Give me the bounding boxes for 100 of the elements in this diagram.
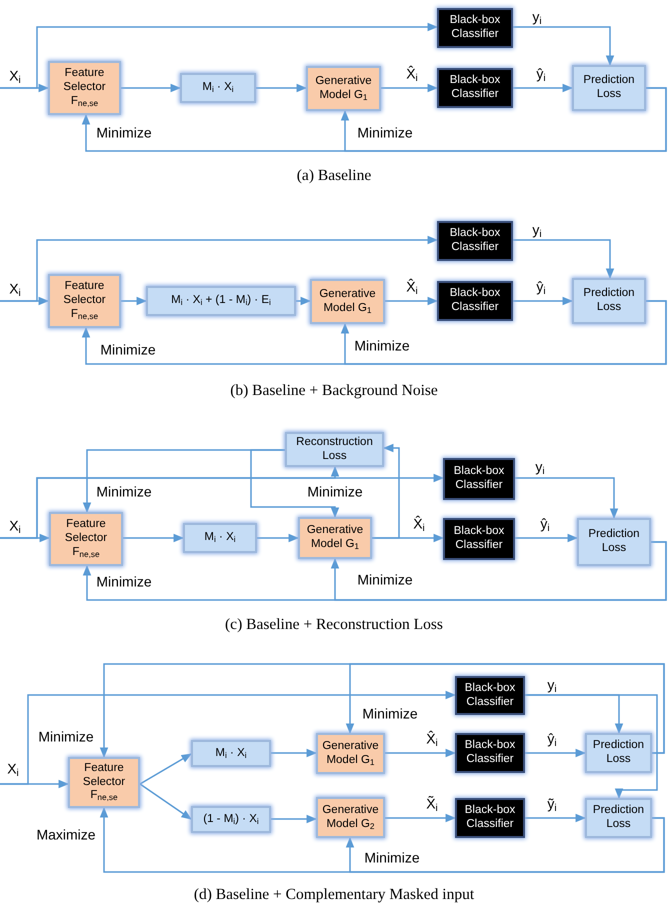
edge-label: Minimize — [95, 125, 153, 141]
arrow — [381, 84, 438, 92]
arrow — [140, 783, 192, 820]
box-label: Prediction Loss — [592, 804, 646, 832]
box-label: (1 - M$_{i}$) · X$_{i}$ — [203, 812, 259, 826]
box-label: Black-box Classifier — [448, 227, 502, 255]
process-box — [585, 733, 652, 773]
arrow — [346, 663, 665, 754]
classifier-box — [437, 8, 513, 48]
arrow — [340, 300, 667, 365]
box-label: Black-box Classifier — [464, 739, 516, 767]
process-box — [316, 733, 385, 774]
edge-label: ŷ$_{i}$ — [546, 731, 558, 747]
box-label: Generative Model G$_{1}$ — [314, 74, 373, 102]
edge-label: X̂$_{i}$ — [425, 731, 439, 747]
edge-label: Minimize — [99, 342, 157, 358]
box-label: Feature Selector — [62, 67, 107, 95]
arrow — [385, 296, 438, 306]
arrow — [123, 534, 184, 542]
box-label: Prediction Loss — [587, 528, 641, 556]
box-label: F$_{ne,se}$ — [90, 789, 118, 804]
edge-label: Minimize — [361, 706, 419, 722]
arrow — [525, 814, 586, 822]
arrow — [513, 296, 574, 306]
arrow — [525, 748, 586, 758]
arrow — [140, 753, 192, 785]
classifier-box — [437, 221, 513, 261]
box-label: Black-box Classifier — [448, 287, 502, 315]
arrow — [525, 694, 658, 800]
edge-label: Minimize — [356, 125, 414, 141]
edge-label: ŷ$_{i}$ — [539, 516, 551, 532]
panel-caption: (b) Baseline + Background Noise — [230, 382, 438, 400]
arrow — [515, 534, 578, 542]
edge-label: Minimize — [37, 729, 95, 745]
edge-label: X̃$_{i}$ — [425, 796, 439, 812]
box-label: M$_{i}$ · X$_{i}$ — [204, 531, 236, 545]
arrow — [0, 22, 438, 89]
box-label: F$_{ne,se}$ — [70, 308, 98, 322]
box-label: Black-box Classifier — [464, 682, 516, 710]
arrow — [296, 296, 312, 306]
box-label: Black-box Classifier — [452, 525, 506, 553]
classifier-box — [437, 68, 513, 108]
edge-label: Minimize — [95, 574, 153, 590]
process-box — [572, 278, 646, 324]
process-box — [68, 757, 140, 808]
edge-label: X$_{i}$ — [8, 68, 22, 84]
arrow — [0, 236, 438, 302]
edge-label: Minimize — [353, 338, 411, 354]
classifier-box — [443, 458, 515, 500]
arrow — [346, 817, 665, 873]
arrow — [372, 444, 400, 539]
box-label: Prediction Loss — [582, 287, 636, 315]
edge-label: ỹ$_{i}$ — [546, 796, 558, 812]
process-box — [183, 523, 257, 553]
process-box — [306, 66, 381, 111]
box-label: Prediction Loss — [592, 739, 646, 767]
edge-label: ŷ$_{i}$ — [535, 66, 547, 82]
box-label: Prediction Loss — [582, 74, 636, 102]
process-box — [585, 798, 652, 838]
process-box — [285, 432, 384, 467]
classifier-box — [443, 518, 515, 560]
box-label: M$_{i}$ · X$_{i}$ — [215, 746, 247, 760]
panel-caption: (d) Baseline + Complementary Masked input — [194, 886, 474, 904]
classifier-box — [455, 676, 525, 715]
box-label: Feature Selector — [64, 518, 108, 546]
edge-label: ŷ$_{i}$ — [535, 279, 547, 295]
process-box — [191, 740, 271, 767]
arrow — [121, 84, 182, 92]
box-label: Generative Model G$_{2}$ — [321, 804, 380, 832]
edge-label: Minimize — [356, 572, 414, 588]
box-label: Generative Model G$_{1}$ — [306, 524, 364, 552]
box-label: Black-box Classifier — [448, 14, 502, 42]
edge-label: Maximize — [35, 827, 97, 843]
arrow — [250, 449, 340, 518]
edge-label: Minimize — [306, 484, 364, 500]
classifier-box — [455, 733, 525, 773]
process-box — [180, 73, 256, 103]
box-label: M$_{i}$ · X$_{i}$ + (1 - M$_{i}$) · E$_{i}$ — [171, 294, 271, 308]
process-box — [146, 286, 296, 316]
process-box — [49, 512, 123, 566]
edge-label: X$_{i}$ — [8, 518, 22, 534]
edge-label: X̂$_{i}$ — [412, 516, 426, 532]
arrow — [513, 26, 614, 66]
edge-label: X$_{i}$ — [6, 761, 20, 777]
box-label: Black-box Classifier — [452, 465, 506, 493]
process-box — [48, 61, 121, 115]
box-label: F$_{ne,se}$ — [72, 546, 100, 560]
arrow — [271, 748, 318, 758]
arrow — [271, 814, 318, 824]
arrow — [513, 84, 574, 92]
arrow — [330, 541, 667, 601]
box-label: Generative Model G$_{1}$ — [321, 740, 380, 768]
edge-label: X$_{i}$ — [8, 281, 22, 297]
box-label: Feature Selector — [82, 762, 126, 790]
edge-label: Minimize — [363, 850, 421, 866]
process-box — [577, 518, 651, 566]
box-label: Black-box Classifier — [448, 74, 502, 102]
process-box — [191, 806, 271, 833]
arrow — [256, 84, 308, 92]
process-box — [316, 797, 385, 838]
